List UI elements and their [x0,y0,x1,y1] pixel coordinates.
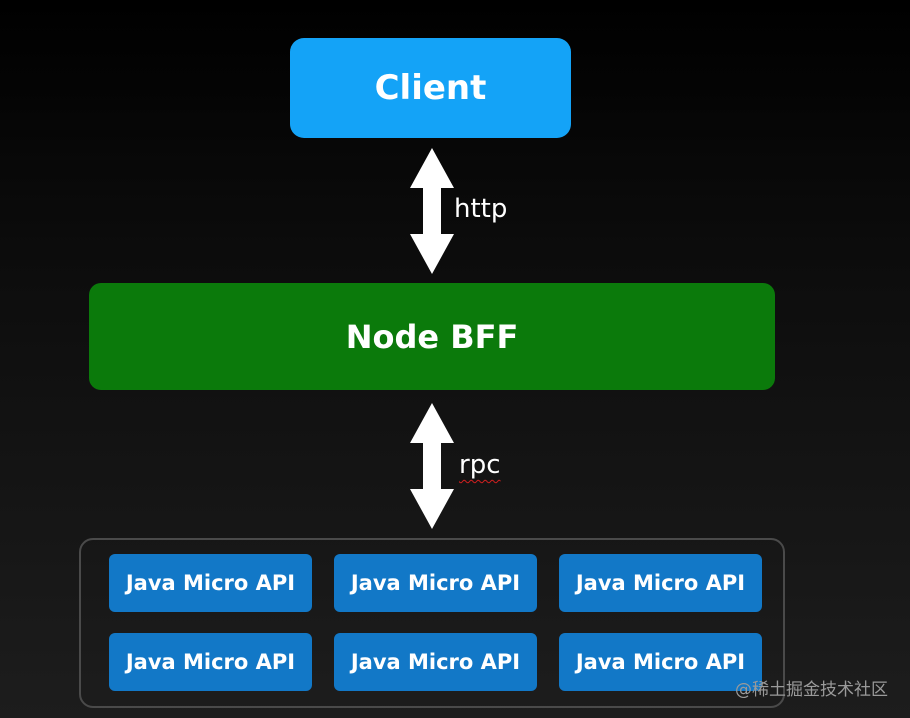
service-label: Java Micro API [350,650,521,674]
client-node: Client [290,38,571,138]
service-label: Java Micro API [350,571,521,595]
service-label: Java Micro API [125,571,296,595]
service-node: Java Micro API [559,633,762,691]
service-label: Java Micro API [125,650,296,674]
watermark: @稀土掘金技术社区 [735,680,888,700]
services-group [79,538,785,708]
service-node: Java Micro API [109,633,312,691]
bff-label: Node BFF [345,317,519,356]
service-node: Java Micro API [334,633,537,691]
http-label: http [454,194,508,224]
rpc-label: rpc [459,450,501,480]
service-node: Java Micro API [109,554,312,612]
rpc-double-arrow-icon [408,403,456,529]
client-label: Client [374,68,487,108]
service-label: Java Micro API [575,571,746,595]
service-node: Java Micro API [559,554,762,612]
service-label: Java Micro API [575,650,746,674]
service-node: Java Micro API [334,554,537,612]
bff-node: Node BFF [89,283,775,390]
http-double-arrow-icon [408,148,456,274]
